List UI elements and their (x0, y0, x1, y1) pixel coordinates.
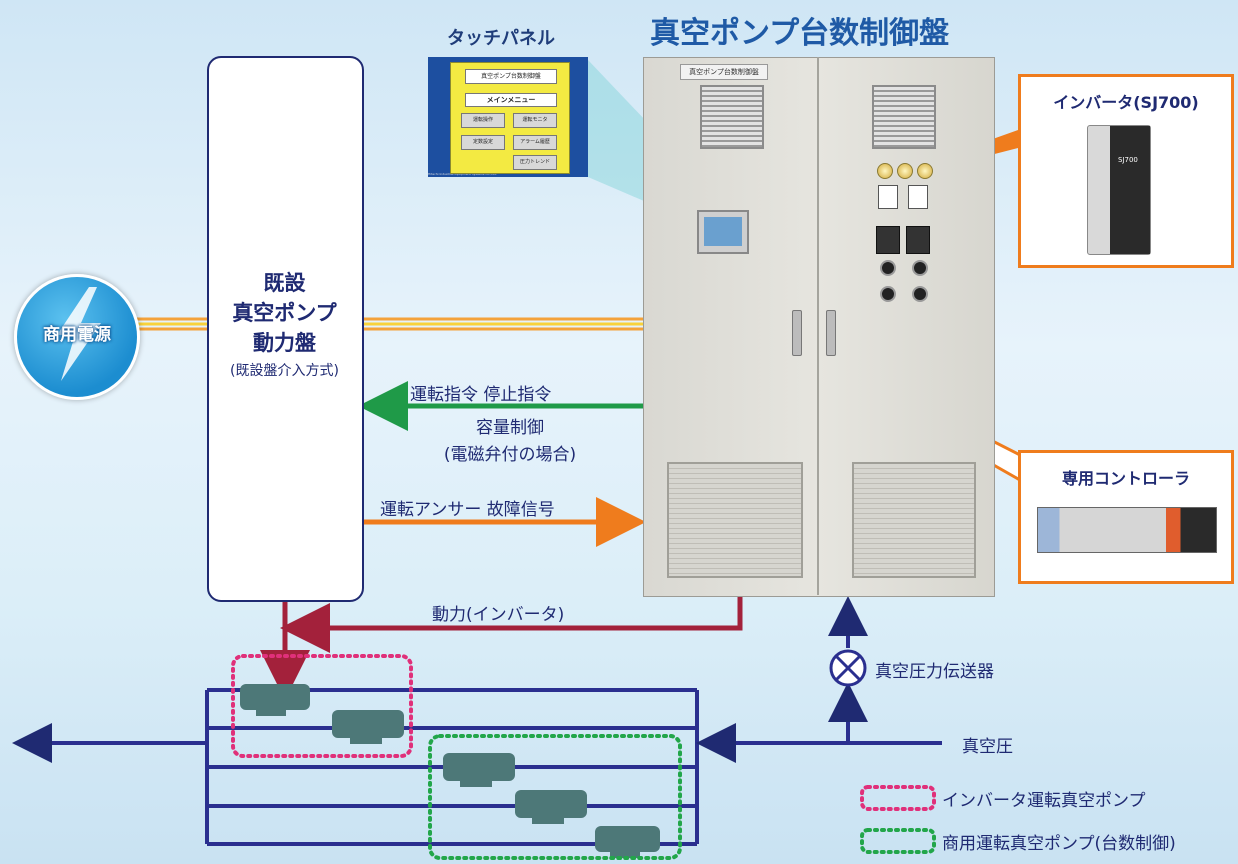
tp-button-1: 運転操作 (461, 113, 505, 128)
legend-swatch-inverter (860, 785, 936, 811)
touch-panel-footer: Hitachi Industrial Equipment Systems Co.… (428, 172, 497, 176)
inverter-power-line (280, 597, 743, 653)
controller-callout-title: 専用コントローラ (1061, 469, 1190, 488)
lightning-icon (57, 287, 101, 381)
existing-panel-note: (既設盤介入方式) (230, 363, 339, 379)
answer-label: 運転アンサー 故障信号 (380, 500, 555, 520)
touch-panel-screen: 真空ポンプ台数制御盤 メインメニュー 運転操作 運転モニタ 定数設定 アラーム履… (450, 62, 570, 174)
tp-button-5: 圧力トレンド (513, 155, 557, 170)
lower-vent-right (852, 462, 976, 578)
inverter-callout-title: インバータ(SJ700) (1053, 93, 1199, 112)
capacity-label: 容量制御 (476, 418, 544, 438)
pump-icon-2 (332, 710, 404, 744)
existing-power-panel (207, 56, 364, 602)
commercial-pump-group (428, 734, 682, 860)
legend-commercial-label: 商用運転真空ポンプ(台数制御) (942, 834, 1176, 854)
pump-icon-1 (240, 684, 310, 716)
run-stop-label: 運転指令 停止指令 (410, 385, 552, 405)
pump-icon-3 (443, 753, 515, 787)
pump-icons (240, 684, 660, 858)
cabinet-hmi (697, 210, 749, 254)
meter-2 (908, 185, 928, 209)
pump-icon-4 (515, 790, 587, 824)
existing-power-panel-label: 既設 真空ポンプ 動力盤 (既設盤介入方式) (207, 268, 362, 380)
existing-panel-line1: 既設 (263, 271, 306, 295)
power-line-2 (362, 317, 643, 331)
power-line-1 (135, 317, 207, 331)
touch-panel-label: タッチパネル (447, 28, 555, 49)
meter-1 (878, 185, 898, 209)
sensor-label: 真空圧力伝送器 (875, 662, 994, 682)
cabinet-hmi-screen (704, 217, 742, 246)
inverter-image: SJ700 (1087, 125, 1151, 255)
lamp-1 (877, 163, 893, 179)
pressure-sensor-icon (829, 649, 867, 687)
lamp-3 (917, 163, 933, 179)
pump-icon-5 (595, 826, 660, 858)
tp-button-3: 定数設定 (461, 135, 505, 150)
cabinet-nameplate: 真空ポンプ台数制御盤 (680, 64, 768, 80)
switch-1 (880, 260, 896, 276)
inverter-model-label: SJ700 (1118, 156, 1138, 164)
existing-panel-line2: 真空ポンプ (232, 301, 337, 325)
inverter-operator-2 (906, 226, 930, 254)
inverter-power-label: 動力(インバータ) (432, 605, 565, 625)
door-handle-right (826, 310, 836, 356)
switch-3 (880, 286, 896, 302)
legend-swatch-commercial (860, 828, 936, 854)
lower-vent-left (667, 462, 803, 578)
touch-panel-menu: メインメニュー (465, 93, 557, 107)
legend-inverter-label: インバータ運転真空ポンプ (942, 791, 1146, 811)
controller-image (1037, 507, 1217, 553)
existing-panel-line3: 動力盤 (253, 331, 316, 355)
inverter-pump-group (231, 654, 413, 758)
tp-button-2: 運転モニタ (513, 113, 557, 128)
power-source-icon (14, 274, 140, 400)
inverter-operator-1 (876, 226, 900, 254)
door-split (817, 57, 819, 595)
lamp-2 (897, 163, 913, 179)
inverter-face (1110, 126, 1150, 254)
controller-callout: 専用コントローラ (1018, 450, 1234, 584)
power-source-label: 商用電源 (43, 325, 111, 345)
switch-4 (912, 286, 928, 302)
vent-left (700, 85, 764, 149)
door-handle-left (792, 310, 802, 356)
inverter-callout: インバータ(SJ700) SJ700 (1018, 74, 1234, 268)
vent-right (872, 85, 936, 149)
vacuum-label: 真空圧 (962, 737, 1013, 757)
touch-panel-screen-title: 真空ポンプ台数制御盤 (465, 69, 557, 84)
page-title: 真空ポンプ台数制御盤 (650, 16, 950, 51)
switch-2 (912, 260, 928, 276)
tp-button-4: アラーム履歴 (513, 135, 557, 150)
capacity-note: (電磁弁付の場合) (443, 445, 577, 465)
